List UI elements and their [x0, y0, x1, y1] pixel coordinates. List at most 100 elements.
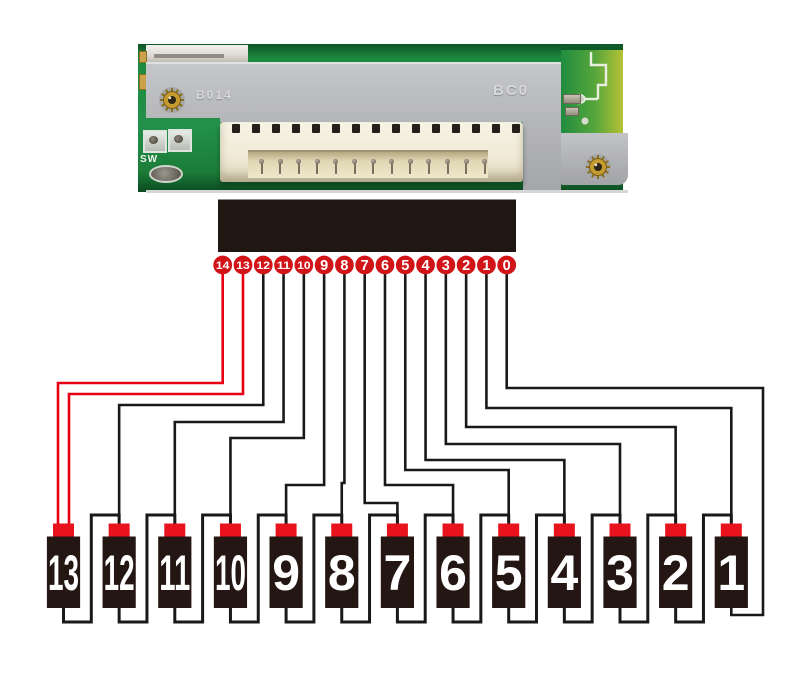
socket-pin-shaft [316, 163, 319, 174]
pin-number-1: 1 [482, 258, 490, 274]
pad-hole [174, 135, 183, 143]
socket-pin-shaft [372, 163, 375, 174]
bms-board-photo: SW B014 BC0 [138, 44, 628, 193]
pin-marker-0 [497, 255, 517, 275]
socket-pin [296, 159, 302, 164]
pin-marker-4 [416, 255, 435, 275]
series-link-5-4 [507, 513, 566, 624]
socket-pin-tab [252, 124, 260, 133]
pin-marker-10 [294, 255, 314, 275]
balance-wire-8 [340, 265, 346, 525]
smd-component [563, 94, 581, 104]
cell-body-4 [547, 536, 581, 608]
cell-number-10: 10 [215, 545, 246, 601]
cell-positive-cap-3 [609, 523, 631, 537]
balance-wire-12 [117, 265, 265, 525]
cell-body-8 [325, 536, 359, 608]
socket-pin-shaft [297, 163, 300, 174]
component-slot [154, 54, 224, 58]
pin-marker-13 [233, 255, 253, 275]
cell-positive-cap-5 [498, 523, 520, 537]
balance-wire-9 [284, 265, 326, 525]
pin-marker-11 [274, 255, 293, 275]
cell-body-2 [659, 536, 693, 608]
pin-marker-2 [456, 255, 476, 275]
cell-positive-cap-6 [442, 523, 464, 537]
cell-number-12: 12 [104, 545, 135, 601]
cell-body-5 [492, 536, 526, 608]
pin-number-5: 5 [401, 258, 409, 274]
socket-pin-tab [432, 124, 440, 133]
socket-pin [426, 159, 432, 164]
pin-marker-7 [355, 255, 375, 275]
cell-positive-cap-10 [219, 523, 241, 537]
series-link-11-10 [173, 513, 232, 624]
cell-body-1 [714, 536, 748, 608]
socket-pin [445, 159, 450, 164]
cell-number-6: 6 [439, 545, 467, 601]
cell-positive-cap-12 [108, 523, 130, 537]
socket-pin-tab [512, 124, 520, 133]
cell-body-9 [269, 536, 303, 608]
socket-pin-tab [372, 124, 380, 133]
screw-right [585, 154, 611, 180]
cell-number-2: 2 [662, 545, 690, 601]
balance-connector-block [218, 199, 516, 252]
pin-number-13: 13 [236, 260, 250, 272]
socket-pin-tab [232, 124, 240, 133]
cell-positive-cap-2 [665, 523, 687, 537]
socket-pin-shaft [483, 163, 486, 174]
socket-pin-tab [452, 124, 460, 133]
balance-wire-0 [505, 265, 765, 617]
socket-pin [389, 159, 395, 164]
pin-number-14: 14 [216, 260, 230, 272]
socket-pin-shaft [390, 163, 393, 174]
socket-pin [352, 159, 357, 164]
balance-wire-13 [67, 265, 245, 525]
jst-balance-socket [220, 122, 523, 182]
cell-number-4: 4 [550, 545, 578, 601]
cell-positive-cap-11 [164, 523, 186, 537]
series-link-12-11 [117, 513, 177, 624]
socket-pin [482, 159, 488, 164]
socket-recess [248, 150, 488, 178]
series-link-10-9 [228, 513, 288, 624]
socket-pin-tab [472, 124, 480, 133]
pad-hole [149, 136, 158, 144]
cell-number-13: 13 [48, 545, 79, 601]
board-silkscreen-left: B014 [196, 88, 233, 102]
balance-wire-3 [444, 265, 622, 525]
socket-pin-shaft [409, 163, 412, 174]
pin-marker-8 [335, 255, 354, 275]
pin-marker-3 [436, 255, 456, 275]
pin-number-2: 2 [462, 258, 470, 274]
screw-left [159, 87, 185, 113]
series-link-6-5 [451, 513, 511, 624]
pin-marker-1 [477, 255, 496, 275]
balance-wire-2 [464, 265, 677, 525]
series-link-3-2 [618, 513, 678, 624]
smd-component [565, 107, 579, 116]
socket-pin-tab [492, 124, 500, 133]
pin-marker-12 [253, 255, 273, 275]
socket-pin [333, 159, 339, 164]
edge-pad [139, 51, 147, 63]
socket-pin-tab [292, 124, 300, 133]
pin-number-6: 6 [381, 258, 389, 274]
socket-pin [259, 159, 264, 164]
pin-marker-6 [375, 255, 395, 275]
series-link-4-3 [562, 513, 622, 624]
cell-number-7: 7 [383, 545, 411, 601]
cell-number-11: 11 [159, 545, 190, 601]
socket-pin-shaft [334, 163, 337, 174]
cell-number-9: 9 [272, 545, 300, 601]
socket-pin-tab [312, 124, 320, 133]
photo-bottom-shadow [146, 190, 628, 193]
plate-highlight [146, 62, 561, 64]
pin-number-8: 8 [340, 258, 348, 274]
socket-pin [463, 159, 469, 164]
series-link-7-6 [395, 513, 455, 624]
switch-through-hole [149, 165, 183, 183]
socket-pin [407, 159, 413, 164]
pin-number-10: 10 [297, 260, 311, 272]
